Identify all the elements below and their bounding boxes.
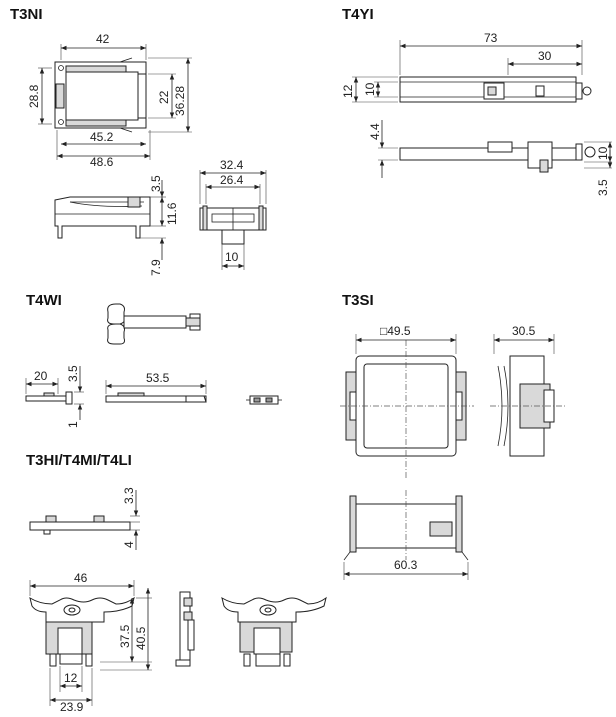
dim-t3ni-42: 42 [96,32,110,46]
t3hi-side-dims [130,490,140,550]
dim-t4wi-53-5: 53.5 [146,371,170,385]
dim-t4yi-4-4: 4.4 [368,123,382,140]
dim-t3ni-48-6: 48.6 [90,155,114,169]
dim-t3si-49-5: □49.5 [380,324,411,338]
dim-t3si-30-5: 30.5 [512,324,536,338]
dim-t4yi-10: 10 [363,82,377,96]
dim-t3si-60-3: 60.3 [394,558,418,572]
t4wi-top-view [107,303,201,345]
dim-t4yi-3-5: 3.5 [596,179,610,196]
t4wi-side-view-b [105,392,207,403]
t3si-side-view [490,355,566,457]
dim-t3hi-3-3: 3.3 [122,487,136,504]
t3ni-front-dims [199,170,267,270]
t3ni-side-dims [140,180,166,260]
t4wi-end-view [246,395,282,405]
t4yi-side-dims [378,120,613,178]
t3si-bottom-dims [343,562,469,580]
dim-t3ni-45-2: 45.2 [90,130,114,144]
t3hi-side-view [29,515,131,535]
t4wi-side-dims-b [105,380,207,394]
title-t3si: T3SI [342,292,374,309]
dim-t3hi-40-5: 40.5 [134,626,148,650]
dim-t3hi-37-5: 37.5 [118,624,132,648]
dim-t3ni-11-6: 11.6 [165,202,179,225]
dim-t3hi-46: 46 [74,571,88,585]
dim-t4yi-10b: 10 [596,146,610,160]
t3ni-top-view [54,57,147,133]
t3hi-front-view [29,596,135,667]
t3si-side-dims [493,334,555,354]
dim-t4wi-1: 1 [66,421,80,428]
t3si-bottom-view [343,490,469,561]
dim-t4yi-73: 73 [484,31,498,45]
dim-t3ni-32-4: 32.4 [220,158,244,172]
dim-t3hi-4: 4 [122,541,136,548]
dim-t3ni-36-28: 36.28 [173,86,187,116]
t4wi-side-dims-a [25,366,84,420]
t3ni-front-view [199,205,267,245]
title-t4wi: T4WI [26,292,62,309]
dim-t3ni-26-4: 26.4 [220,173,244,187]
dim-t4yi-12: 12 [341,84,355,98]
dim-t4yi-30: 30 [538,49,552,63]
dim-t3ni-7-9: 7.9 [149,259,163,276]
t4yi-top-dims [352,40,583,103]
dim-t4wi-3-5: 3.5 [66,365,80,382]
t3si-front-view [340,340,474,480]
dim-t3hi-12: 12 [64,671,78,685]
t3si-front-dims [355,334,457,354]
dim-t3ni-10: 10 [225,250,239,264]
t3ni-side-view [54,196,151,239]
dim-t4wi-20: 20 [34,369,48,383]
title-t3ni: T3NI [10,6,43,23]
t3hi-front-dims [29,580,152,706]
dim-t3ni-3-5: 3.5 [149,175,163,192]
t4yi-top-view [399,76,592,103]
dim-t3hi-23-9: 23.9 [60,700,84,714]
t4wi-side-view-a [25,391,73,405]
t3hi-thin-side-view [175,591,195,667]
title-t4yi: T4YI [342,6,374,23]
title-t3hi: T3HI/T4MI/T4LI [26,452,132,469]
dim-t3ni-28-8: 28.8 [27,84,41,108]
t4yi-side-view [399,141,596,173]
t3ni-top-dims [38,44,192,160]
dim-t3ni-22: 22 [157,90,171,104]
t3hi-variant-view [221,596,327,667]
